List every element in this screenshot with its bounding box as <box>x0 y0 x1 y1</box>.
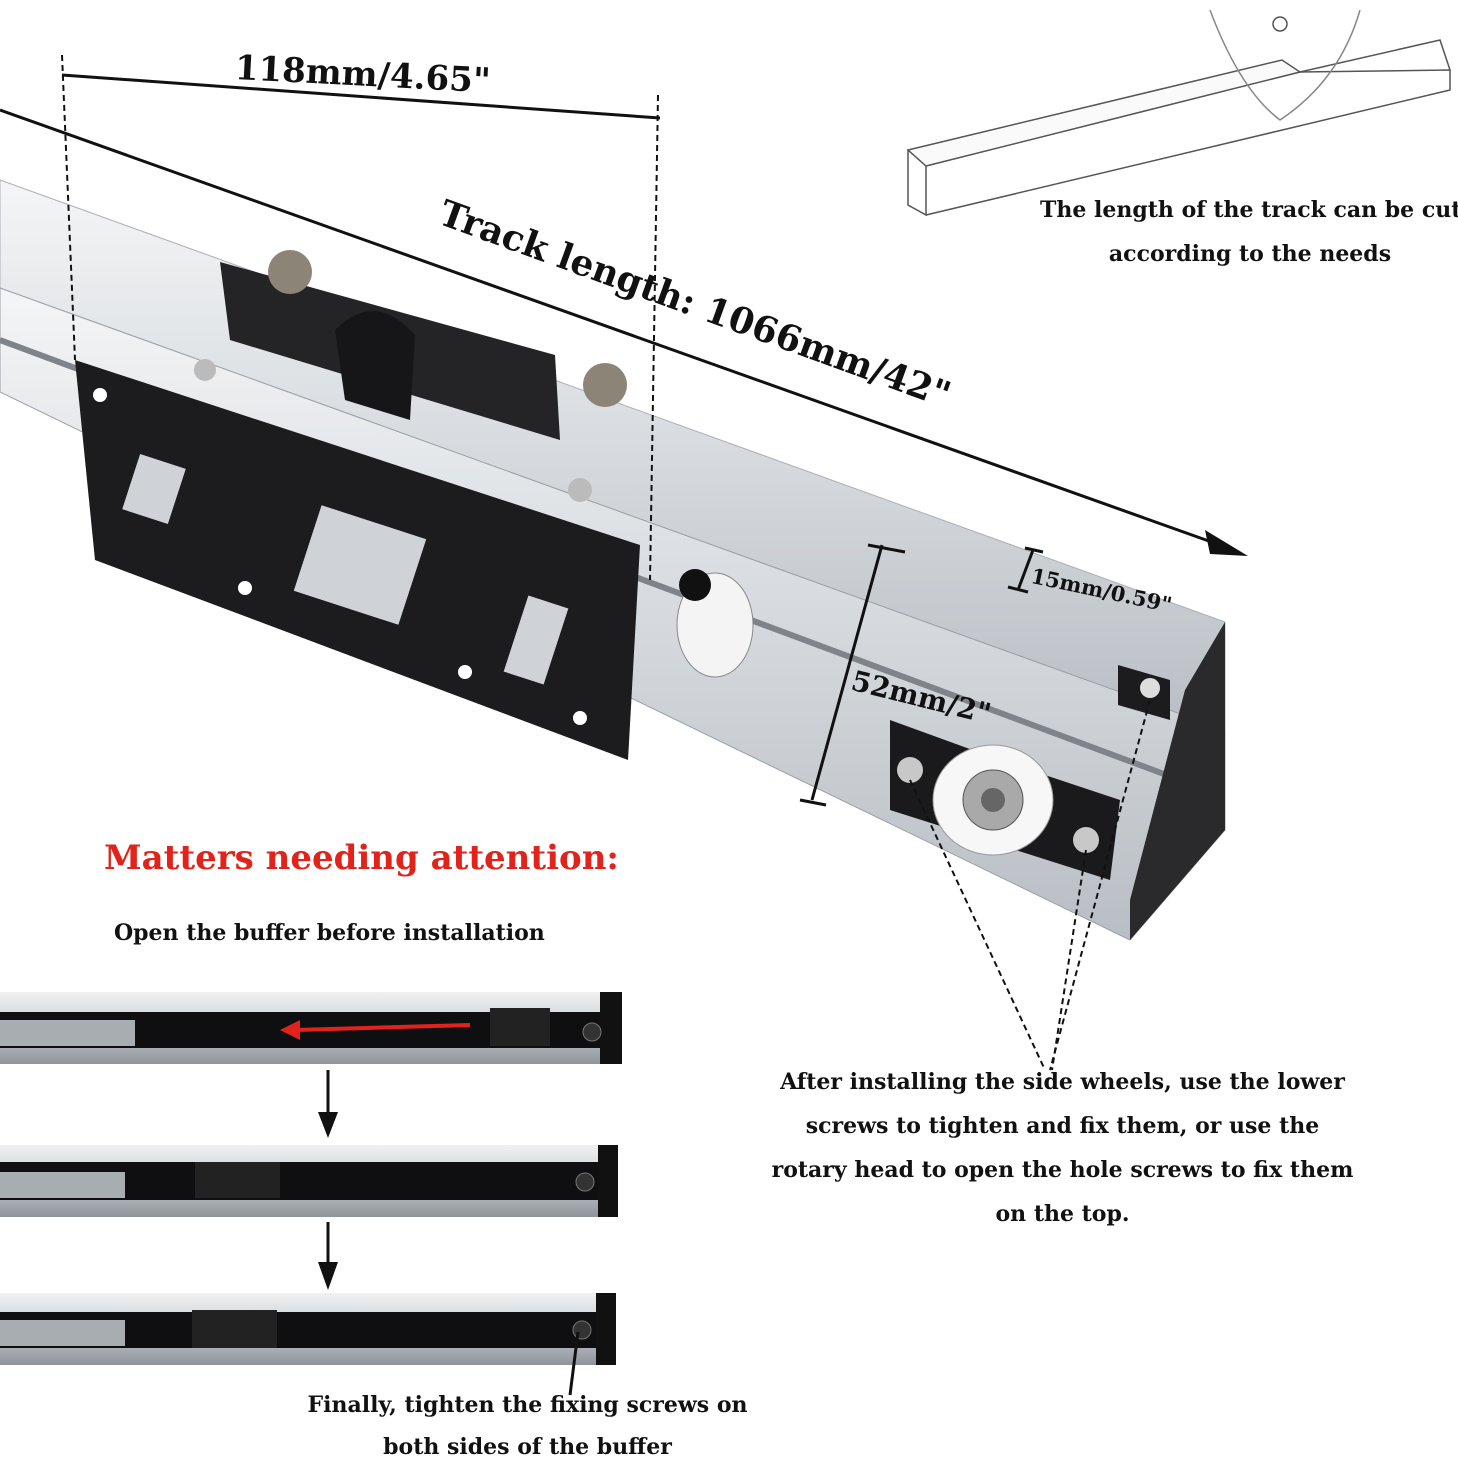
wheel-assembly <box>890 665 1170 880</box>
cut-note-line2: according to the needs <box>1108 241 1392 267</box>
wheels-note-line4: on the top. <box>995 1201 1130 1227</box>
buffer-rail-3 <box>0 1293 616 1396</box>
down-arrow-2 <box>318 1222 338 1290</box>
final-note: Finally, tighten the fixing screws on bo… <box>300 1384 755 1468</box>
down-arrow-1 <box>318 1070 338 1138</box>
mounting-bracket <box>75 250 754 760</box>
final-note-line1: Finally, tighten the fixing screws on <box>307 1392 748 1418</box>
wheels-note-line1: After installing the side wheels, use th… <box>780 1069 1345 1095</box>
cut-note-line1: The length of the track can be cut <box>1040 197 1458 223</box>
wheels-note: After installing the side wheels, use th… <box>760 1060 1365 1236</box>
buffer-open-note: Open the buffer before installation <box>114 920 545 946</box>
final-note-line2: both sides of the buffer <box>383 1434 672 1460</box>
cut-note: The length of the track can be cut accor… <box>1040 188 1458 276</box>
buffer-rail-2 <box>0 1145 618 1217</box>
wheels-note-line2: screws to tighten and fix them, or use t… <box>805 1113 1320 1139</box>
dimension-lines <box>0 54 1248 1071</box>
wheels-note-line3: rotary head to open the hole screws to f… <box>771 1157 1354 1183</box>
buffer-rail-1 <box>0 992 622 1064</box>
track-sketch <box>906 9 1451 217</box>
attention-title: Matters needing attention: <box>104 838 619 878</box>
